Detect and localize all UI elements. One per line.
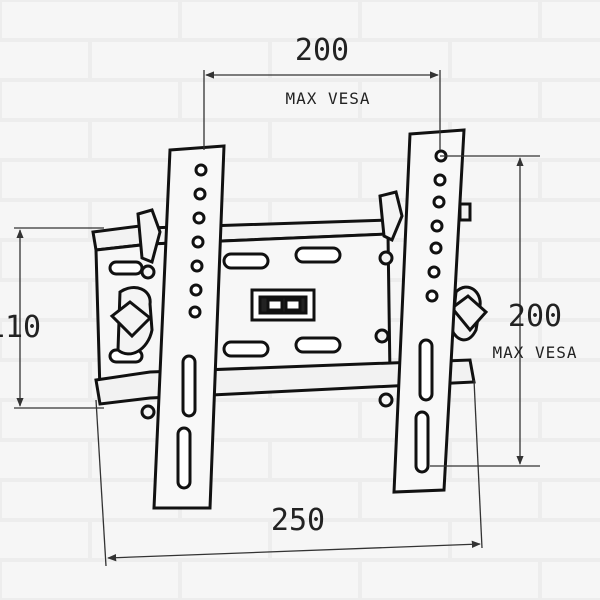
left-tilt-knob bbox=[109, 208, 162, 420]
left-height-value: 110 bbox=[0, 310, 41, 345]
bottom-width-value: 250 bbox=[271, 503, 325, 538]
right-vesa-label: MAX VESA bbox=[492, 343, 577, 362]
left-mounting-arm bbox=[152, 144, 226, 510]
top-vesa-label: MAX VESA bbox=[285, 89, 370, 108]
right-mounting-arm bbox=[392, 128, 466, 494]
right-vesa-dimension bbox=[430, 155, 540, 467]
right-tilt-knob bbox=[374, 190, 489, 408]
top-vesa-dimension bbox=[203, 70, 441, 150]
right-height-value: 200 bbox=[508, 299, 562, 334]
left-height-dimension bbox=[14, 227, 104, 409]
bottom-width-dimension bbox=[95, 379, 483, 567]
top-width-value: 200 bbox=[295, 33, 349, 68]
